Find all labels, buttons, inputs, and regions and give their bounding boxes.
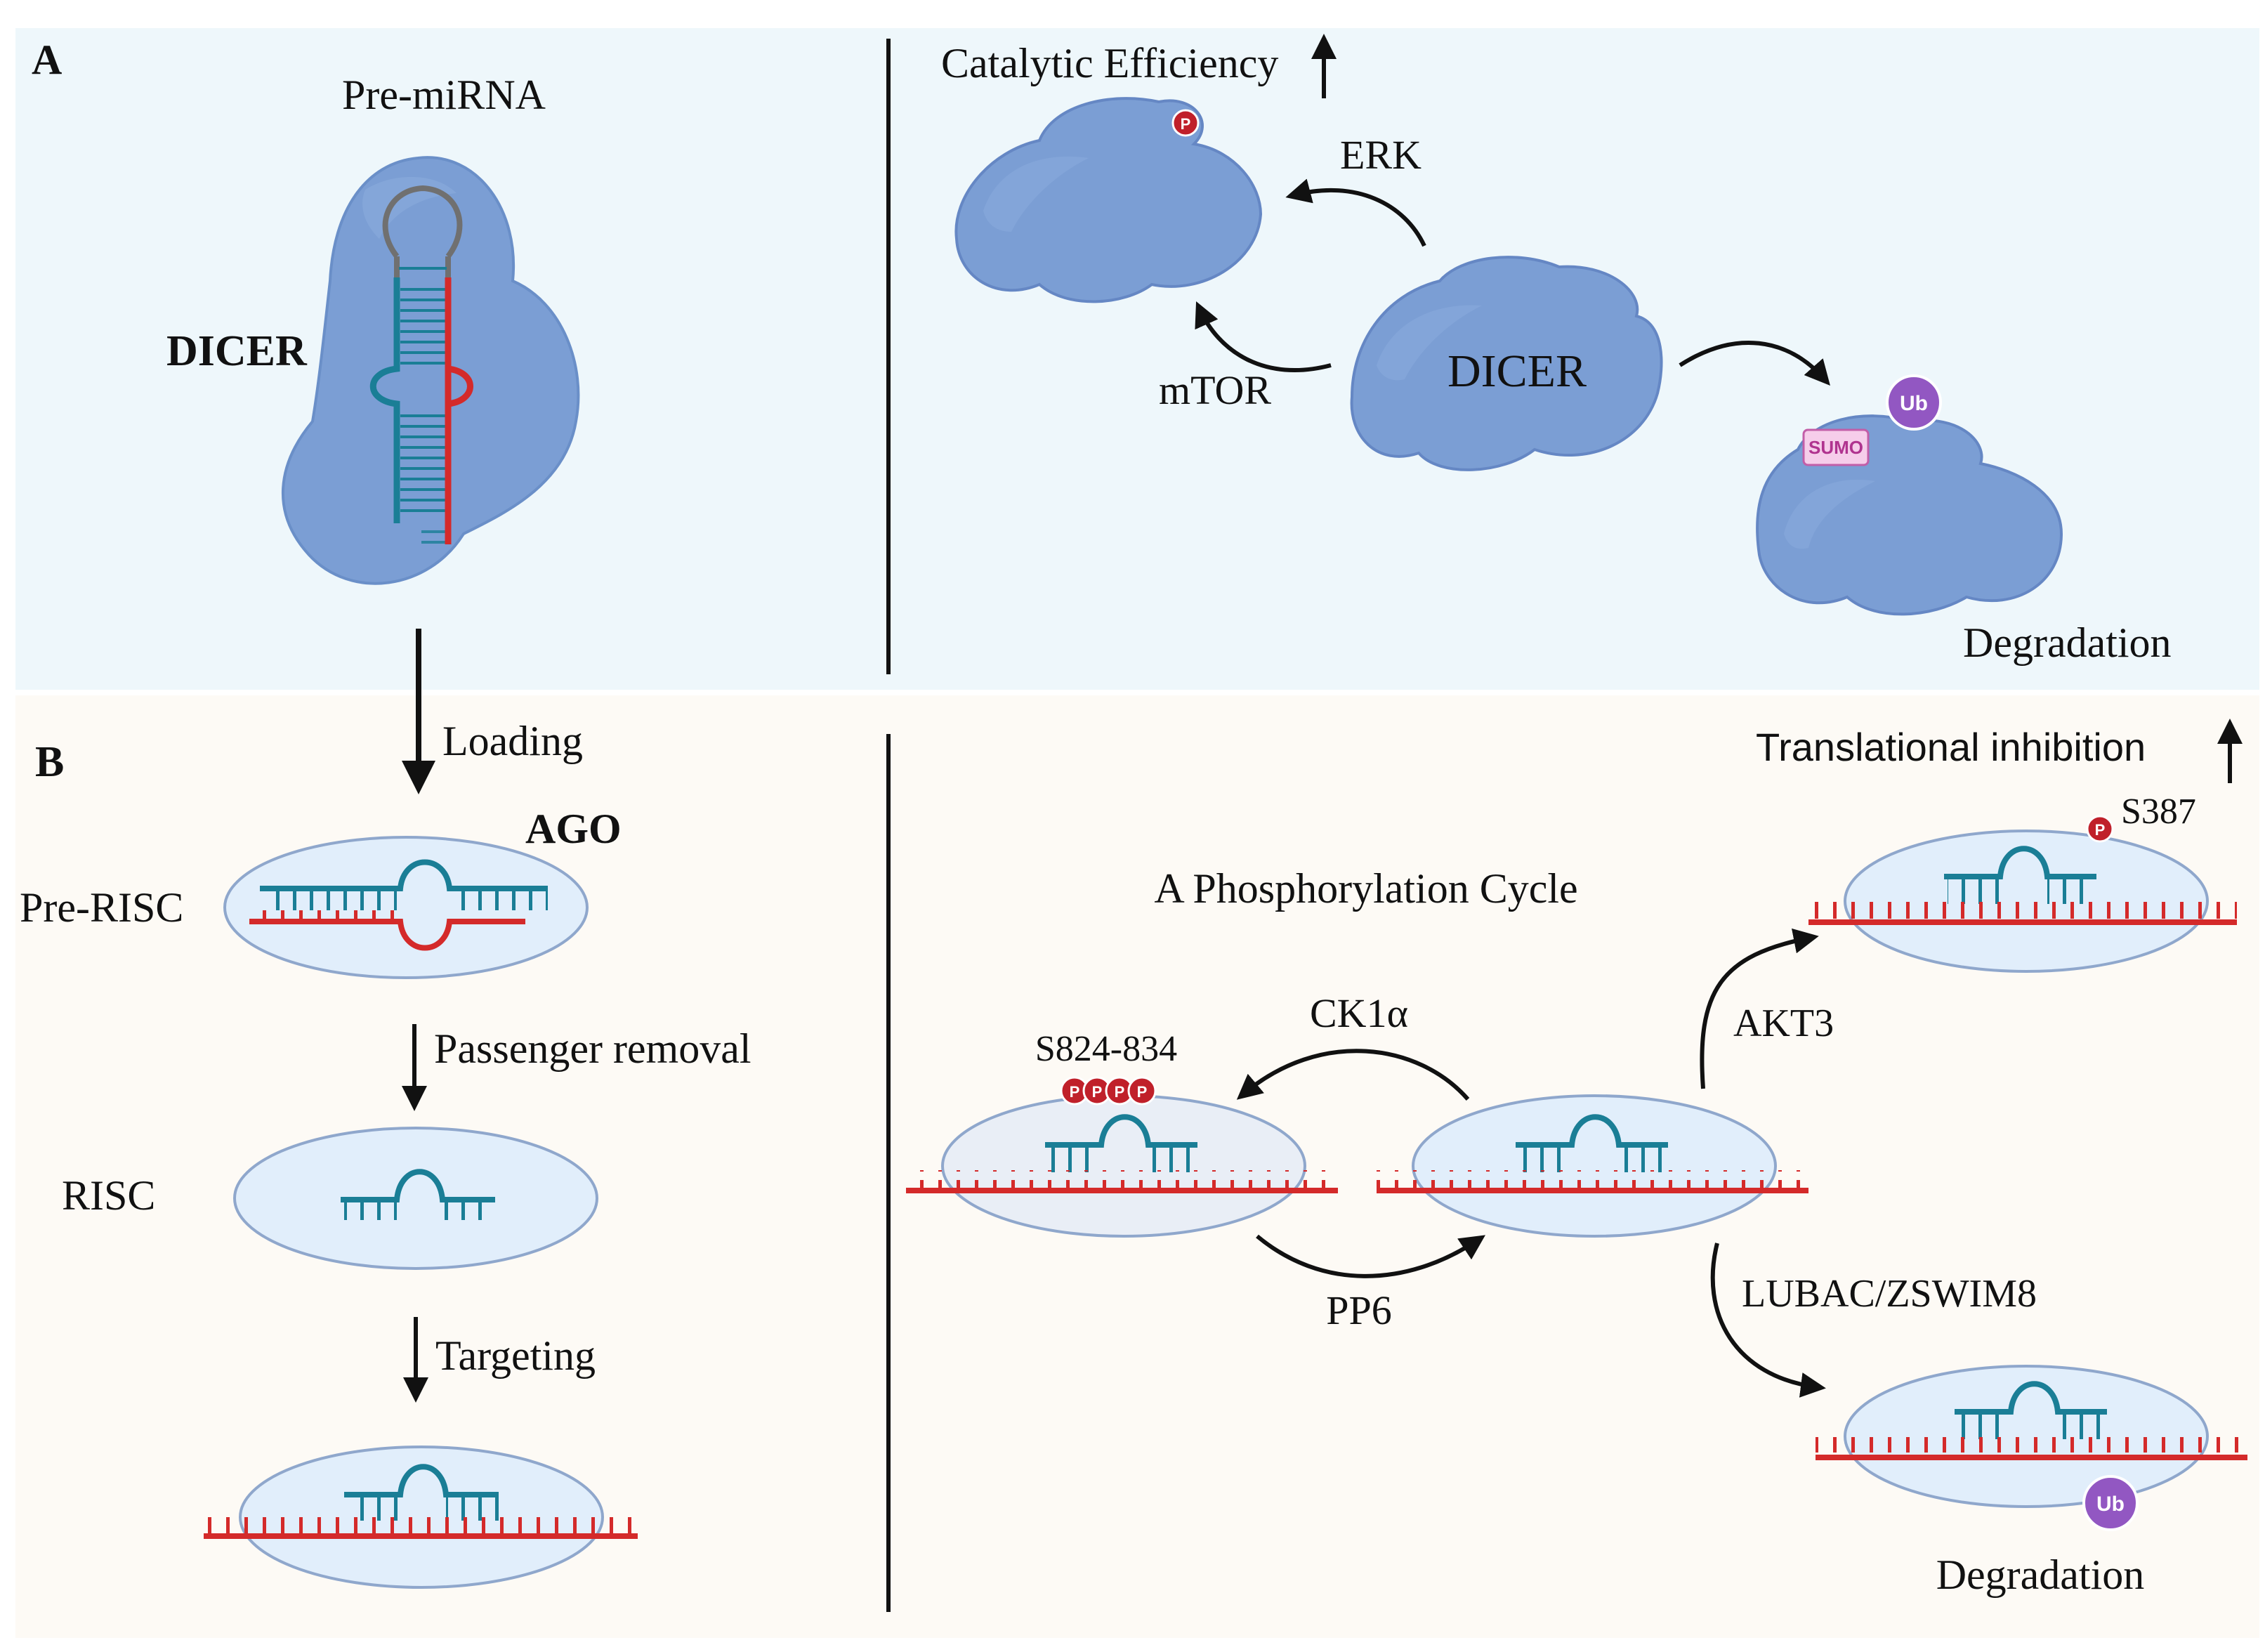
phosphorylation-cycle-label: A Phosphorylation Cycle	[1154, 865, 1577, 912]
ago-ellipse-risc	[233, 1127, 598, 1270]
targeting-label: Targeting	[435, 1332, 596, 1379]
pre-mirna-label: Pre-miRNA	[342, 72, 546, 118]
phospho-cluster-text-3: P	[1115, 1083, 1125, 1101]
akt3-arrow	[1700, 928, 1819, 1089]
panel-b-label: B	[35, 738, 64, 786]
risc-label: RISC	[62, 1172, 155, 1219]
dicer-center-label: DICER	[1447, 346, 1587, 397]
lubac-zswim8-label: LUBAC/ZSWIM8	[1742, 1272, 2037, 1316]
ubiquitin-badge-b	[2082, 1475, 2139, 1531]
ago-degraded	[1816, 1365, 2247, 1508]
dicer-phosphorylated: P	[954, 97, 1263, 303]
panel-a-label: A	[32, 37, 62, 83]
phospho-cluster-text-1: P	[1070, 1083, 1080, 1101]
sumo-text: SUMO	[1808, 437, 1863, 458]
ago-label: AGO	[525, 806, 622, 852]
sumo-badge	[1802, 428, 1870, 466]
s387-phospho-badge	[2086, 815, 2114, 843]
dicer-left-label: DICER	[166, 327, 308, 375]
erk-label: ERK	[1340, 132, 1422, 178]
ubiquitin-badge-a	[1886, 374, 1942, 431]
risc-complex	[233, 1127, 598, 1270]
phospho-cluster: P P P P	[1060, 1076, 1157, 1106]
akt3-complex	[1808, 830, 2237, 973]
ck1a-label: CK1α	[1310, 990, 1408, 1036]
pre-risc-complex	[223, 836, 589, 979]
translational-inhibition-label: Translational inhibition	[1756, 725, 2146, 769]
ubiquitin-text-b: Ub	[2096, 1493, 2125, 1516]
hairpin-loop	[382, 185, 463, 258]
phospho-cluster-text-2: P	[1092, 1083, 1103, 1101]
pp6-arrow	[1256, 1234, 1485, 1278]
s387-phospho-text: P	[2095, 821, 2106, 839]
phospho-cluster-text-4: P	[1137, 1083, 1148, 1101]
s387-label: S387	[2121, 792, 2196, 832]
loading-label: Loading	[442, 718, 583, 764]
guide-strand	[369, 277, 400, 523]
passenger-strand	[445, 277, 473, 544]
s824-834-label: S824-834	[1035, 1029, 1177, 1069]
ubiquitin-text-a: Ub	[1900, 392, 1928, 415]
ck1a-arrow	[1236, 1049, 1470, 1101]
akt3-label: AKT3	[1733, 1002, 1834, 1045]
lubac-arrow	[1710, 1243, 1826, 1398]
degradation-label-a: Degradation	[1963, 620, 2172, 666]
passenger-removal-label: Passenger removal	[434, 1025, 751, 1072]
dicer-premirna-complex	[282, 156, 580, 585]
target-complex	[204, 1446, 638, 1589]
mtor-label: mTOR	[1159, 367, 1271, 413]
pre-risc-label: Pre-RISC	[20, 884, 183, 931]
degradation-arrow-a	[1679, 340, 1830, 386]
ago-hyperphosphorylated	[906, 1094, 1338, 1238]
dicer-center	[1350, 256, 1663, 471]
erk-arrow	[1285, 178, 1426, 247]
degradation-label-b: Degradation	[1936, 1552, 2145, 1598]
ago-ellipse-pre-risc	[223, 836, 589, 979]
mtor-arrow	[1195, 301, 1332, 373]
phospho-site-badge	[1171, 109, 1200, 137]
pp6-label: PP6	[1326, 1287, 1392, 1333]
dicer-left-shape	[282, 156, 580, 585]
ago-central	[1377, 1094, 1808, 1238]
phospho-site-text: P	[1181, 115, 1191, 133]
catalytic-efficiency-label: Catalytic Efficiency	[941, 40, 1278, 86]
